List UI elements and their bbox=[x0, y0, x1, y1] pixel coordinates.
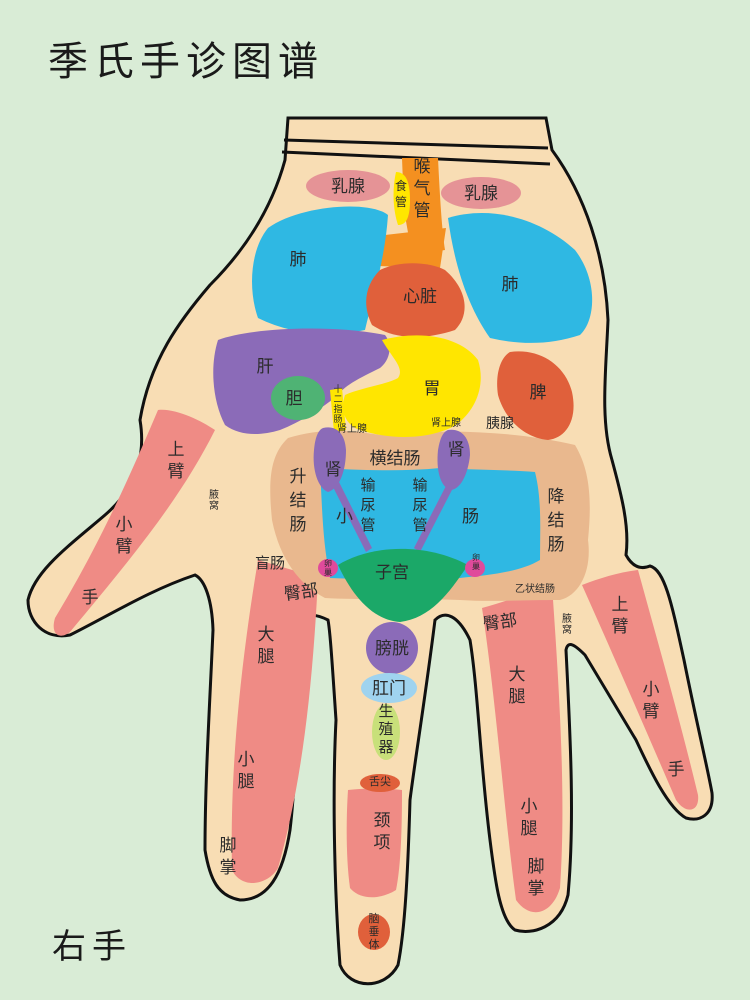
label-ovary-left: 卵巢 bbox=[324, 558, 332, 577]
label-spleen: 脾 bbox=[530, 383, 547, 403]
esophagus-zone bbox=[393, 172, 410, 225]
breast-left-zone bbox=[306, 170, 390, 202]
index-limb-zone bbox=[231, 560, 318, 883]
label-pinky-forearm: 小臂 bbox=[643, 680, 660, 722]
label-pituitary: 脑垂体 bbox=[369, 912, 380, 951]
stomach-zone bbox=[343, 335, 481, 437]
label-armpit-left: 腋窝 bbox=[209, 488, 219, 512]
label-ring-hip: 臀部 bbox=[482, 610, 518, 635]
label-esophagus: 食管 bbox=[395, 178, 407, 209]
trachea-zone bbox=[378, 228, 446, 268]
label-armpit-right: 腋窝 bbox=[562, 612, 572, 636]
label-index-calf: 小腿 bbox=[238, 750, 255, 792]
label-adrenal-right: 肾上腺 bbox=[431, 416, 461, 429]
label-pancreas: 胰腺 bbox=[486, 416, 514, 432]
duodenum-zone bbox=[330, 388, 346, 432]
pinky-limb-zone bbox=[582, 570, 699, 810]
uterus-zone bbox=[338, 548, 468, 622]
label-heart: 心脏 bbox=[403, 287, 437, 307]
genitals-zone bbox=[372, 704, 400, 760]
label-gallbladder: 胆 bbox=[286, 389, 303, 409]
label-ring-thigh: 大腿 bbox=[509, 665, 526, 707]
label-ascending-colon: 升结肠 bbox=[290, 467, 307, 535]
label-ring-sole: 脚掌 bbox=[528, 857, 545, 899]
tongue-tip-zone bbox=[360, 774, 400, 792]
label-kidney-left: 肾 bbox=[325, 460, 342, 480]
lung-left-zone bbox=[252, 206, 388, 334]
label-small-intestine-1: 小 bbox=[336, 507, 353, 527]
pituitary-zone bbox=[358, 914, 390, 950]
ovary-right-zone bbox=[465, 559, 485, 577]
label-stomach: 胃 bbox=[424, 379, 441, 399]
label-index-thigh: 大腿 bbox=[258, 625, 275, 667]
label-thumb-upper-arm: 上臂 bbox=[168, 440, 185, 482]
label-pinky-upper-arm: 上臂 bbox=[612, 595, 629, 637]
kidney-left-zone bbox=[313, 427, 346, 492]
label-uterus: 子宫 bbox=[375, 563, 409, 583]
label-pinky-hand: 手 bbox=[668, 760, 685, 780]
thumb-limb-zone bbox=[53, 409, 215, 636]
ureter-right-zone bbox=[414, 482, 454, 552]
bladder-zone bbox=[366, 622, 418, 674]
neck-zone bbox=[346, 788, 402, 898]
label-lung-right: 肺 bbox=[502, 275, 519, 295]
heart-zone bbox=[366, 263, 465, 337]
label-descending-colon: 降结肠 bbox=[548, 487, 565, 555]
label-breast-right: 乳腺 bbox=[464, 184, 498, 204]
label-ureter-right: 输尿管 bbox=[412, 476, 427, 534]
label-duodenum: 十二指肠 bbox=[333, 383, 342, 425]
label-neck: 颈项 bbox=[374, 811, 391, 853]
label-cecum: 盲肠 bbox=[255, 554, 285, 572]
label-throat: 喉气管 bbox=[414, 157, 431, 221]
label-thumb-forearm: 小臂 bbox=[116, 515, 133, 557]
label-genitals: 生殖器 bbox=[378, 702, 393, 756]
ureter-left-zone bbox=[332, 480, 372, 552]
label-small-intestine-2: 肠 bbox=[462, 507, 479, 527]
breast-right-zone bbox=[441, 177, 521, 209]
label-index-sole: 脚掌 bbox=[220, 836, 237, 878]
ovary-left-zone bbox=[318, 559, 338, 577]
label-breast-left: 乳腺 bbox=[331, 177, 365, 197]
label-adrenal-left: 肾上腺 bbox=[337, 422, 367, 435]
hand-side-label: 右手 bbox=[52, 927, 132, 967]
spleen-zone bbox=[497, 351, 574, 440]
label-liver: 肝 bbox=[257, 357, 274, 377]
ring-limb-zone bbox=[482, 585, 563, 913]
vertical-labels: 喉气管 食管 十二指肠 肾 肾 输尿管 输尿管 升结肠 降结肠 卵巢 卵巢 腋窝… bbox=[82, 157, 685, 951]
label-sigmoid-colon: 乙状结肠 bbox=[515, 582, 555, 595]
label-ureter-left: 输尿管 bbox=[360, 476, 375, 534]
label-thumb-hand: 手 bbox=[82, 588, 99, 608]
label-bladder: 膀胱 bbox=[375, 639, 409, 659]
page-title: 季氏手诊图谱 bbox=[48, 39, 324, 85]
label-tongue-tip: 舌尖 bbox=[369, 775, 391, 788]
label-ring-calf: 小腿 bbox=[521, 797, 538, 839]
label-lung-left: 肺 bbox=[290, 250, 307, 270]
label-transverse-colon: 横结肠 bbox=[370, 449, 421, 469]
kidney-right-zone bbox=[437, 429, 470, 490]
anus-zone bbox=[361, 673, 417, 703]
lung-right-zone bbox=[448, 213, 593, 343]
label-ovary-right: 卵巢 bbox=[472, 552, 480, 571]
label-kidney-right: 肾 bbox=[448, 440, 465, 460]
gallbladder-zone bbox=[271, 376, 325, 420]
label-anus: 肛门 bbox=[372, 679, 406, 699]
label-index-hip: 臀部 bbox=[283, 580, 319, 605]
